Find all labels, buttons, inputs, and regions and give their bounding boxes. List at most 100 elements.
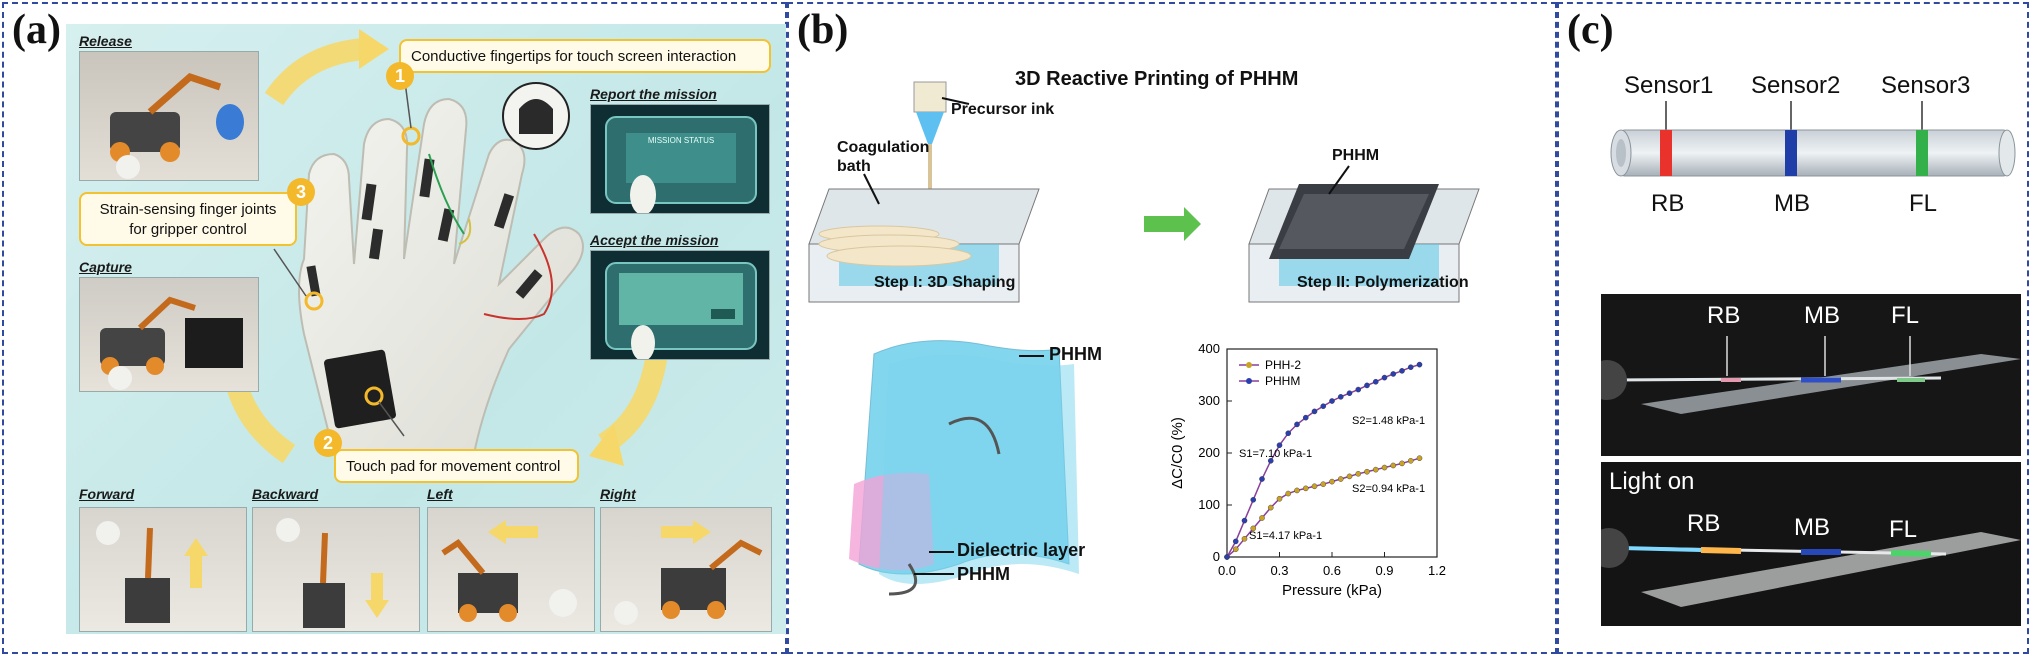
- photo-backward: [252, 507, 420, 632]
- y-tick-label: 200: [1198, 445, 1220, 460]
- point-PHH-2: [1346, 473, 1353, 480]
- label-report-mission: Report the mission: [590, 86, 717, 102]
- point-PHH-2: [1285, 490, 1292, 497]
- callout-touch-pad: Touch pad for movement control: [334, 449, 579, 483]
- badge-1: 1: [386, 62, 414, 90]
- point-PHH-2: [1416, 455, 1423, 462]
- point-PHH-2: [1276, 495, 1283, 502]
- photo-accept-mission: [590, 250, 770, 360]
- photo-report-mission: MISSION STATUS: [590, 104, 770, 214]
- label-phhm-step2: PHHM: [1332, 147, 1380, 164]
- photo2-label-fl: FL: [1889, 516, 1918, 543]
- photo-right: [600, 507, 772, 632]
- point-PHH-2: [1372, 466, 1379, 473]
- point-PHHM: [1381, 374, 1388, 381]
- point-PHH-2: [1329, 478, 1335, 485]
- legend-label: PHH-2: [1265, 358, 1301, 372]
- y-tick-label: 0: [1213, 549, 1220, 564]
- point-PHHM: [1416, 361, 1423, 368]
- label-release: Release: [79, 33, 132, 49]
- legend-label: PHHM: [1265, 374, 1300, 388]
- photo1-label-fl: FL: [1891, 302, 1920, 329]
- photo-fiber-light-off: [1601, 294, 2021, 456]
- arrow-head-2: [589, 424, 624, 466]
- arrow-head-1: [359, 29, 389, 69]
- panel-a-letter: (a): [12, 7, 61, 53]
- point-PHH-2: [1407, 457, 1414, 464]
- x-tick-label: 0.9: [1375, 563, 1393, 578]
- sensitivity-annotation: S1=7.10 kPa-1: [1239, 448, 1312, 460]
- glove: [298, 97, 584, 455]
- point-PHHM: [1337, 394, 1344, 400]
- label-backward: Backward: [252, 486, 319, 502]
- label-sensor3: Sensor3: [1881, 72, 1971, 99]
- chart-plot-frame: [1226, 348, 1438, 558]
- point-PHH-2: [1241, 536, 1248, 542]
- label-accept-mission: Accept the mission: [590, 232, 719, 248]
- x-tick-label: 0.0: [1218, 563, 1236, 578]
- y-tick-label: 400: [1198, 341, 1220, 356]
- screen-mission-status-text: MISSION STATUS: [648, 136, 714, 145]
- point-PHHM: [1320, 403, 1327, 410]
- point-PHHM: [1259, 476, 1265, 482]
- label-phhm-bottom-layer: PHHM: [957, 564, 1010, 584]
- point-PHHM: [1355, 386, 1362, 393]
- point-PHH-2: [1250, 525, 1257, 532]
- point-PHH-2: [1337, 476, 1344, 482]
- point-PHHM: [1267, 457, 1274, 464]
- point-PHHM: [1399, 368, 1405, 374]
- x-axis-label: Pressure (kPa): [1282, 582, 1382, 599]
- panel-b-letter: (b): [797, 7, 849, 53]
- label-step1: Step I: 3D Shaping: [874, 274, 1016, 291]
- label-fl: FL: [1909, 190, 1938, 217]
- photo1-label-mb: MB: [1804, 302, 1840, 329]
- point-PHH-2: [1302, 485, 1309, 492]
- badge-2: 2: [314, 429, 342, 457]
- panel-a: (a): [2, 2, 787, 654]
- panel-c-letter: (c): [1567, 7, 1614, 53]
- panel-c: (c) Sensor1 Sensor2 Sensor3 RB MB FL: [1557, 2, 2029, 654]
- label-forward: Forward: [79, 486, 135, 502]
- point-PHH-2: [1320, 481, 1327, 488]
- point-PHH-2: [1399, 460, 1405, 467]
- point-PHHM: [1407, 364, 1414, 371]
- photo-left: [427, 507, 595, 632]
- label-sensor1: Sensor1: [1624, 72, 1714, 99]
- point-PHH-2: [1364, 468, 1370, 475]
- point-PHHM: [1390, 371, 1397, 377]
- photo2-label-mb: MB: [1794, 514, 1830, 541]
- x-tick-label: 1.2: [1428, 563, 1446, 578]
- label-light-on: Light on: [1609, 468, 1695, 495]
- x-tick-label: 0.3: [1270, 563, 1288, 578]
- point-PHHM: [1276, 442, 1283, 449]
- point-PHHM: [1364, 382, 1370, 389]
- x-tick-label: 0.6: [1323, 563, 1341, 578]
- photo-forward: [79, 507, 247, 632]
- legend-marker-PHHM: [1246, 378, 1252, 384]
- panel-b: (b) 3D Reactive Printing of PHHM: [787, 2, 1557, 654]
- legend-marker-PHH-2: [1246, 362, 1252, 368]
- point-PHH-2: [1294, 487, 1300, 494]
- point-PHH-2: [1355, 470, 1362, 477]
- badge-3: 3: [287, 178, 315, 206]
- label-rb: RB: [1651, 190, 1685, 217]
- point-PHHM: [1294, 421, 1300, 428]
- point-PHHM: [1346, 390, 1353, 397]
- callout-conductive-fingertips: Conductive fingertips for touch screen i…: [399, 39, 771, 73]
- point-PHHM: [1224, 554, 1230, 560]
- fiber-diagram: [1610, 101, 2016, 177]
- callout-strain-sensing: Strain-sensing finger joints for gripper…: [79, 192, 297, 246]
- point-PHH-2: [1232, 546, 1239, 553]
- point-PHHM: [1250, 496, 1257, 503]
- y-tick-label: 300: [1198, 393, 1220, 408]
- label-dielectric-layer: Dielectric layer: [957, 540, 1086, 560]
- photo-capture: [79, 277, 259, 392]
- sensitivity-annotation: S2=0.94 kPa-1: [1352, 483, 1425, 495]
- photo2-label-rb: RB: [1687, 510, 1721, 537]
- label-capture: Capture: [79, 259, 132, 275]
- point-PHHM: [1372, 378, 1379, 385]
- chart-annotations: S1=7.10 kPa-1S2=1.48 kPa-1S2=0.94 kPa-1S…: [1239, 415, 1425, 542]
